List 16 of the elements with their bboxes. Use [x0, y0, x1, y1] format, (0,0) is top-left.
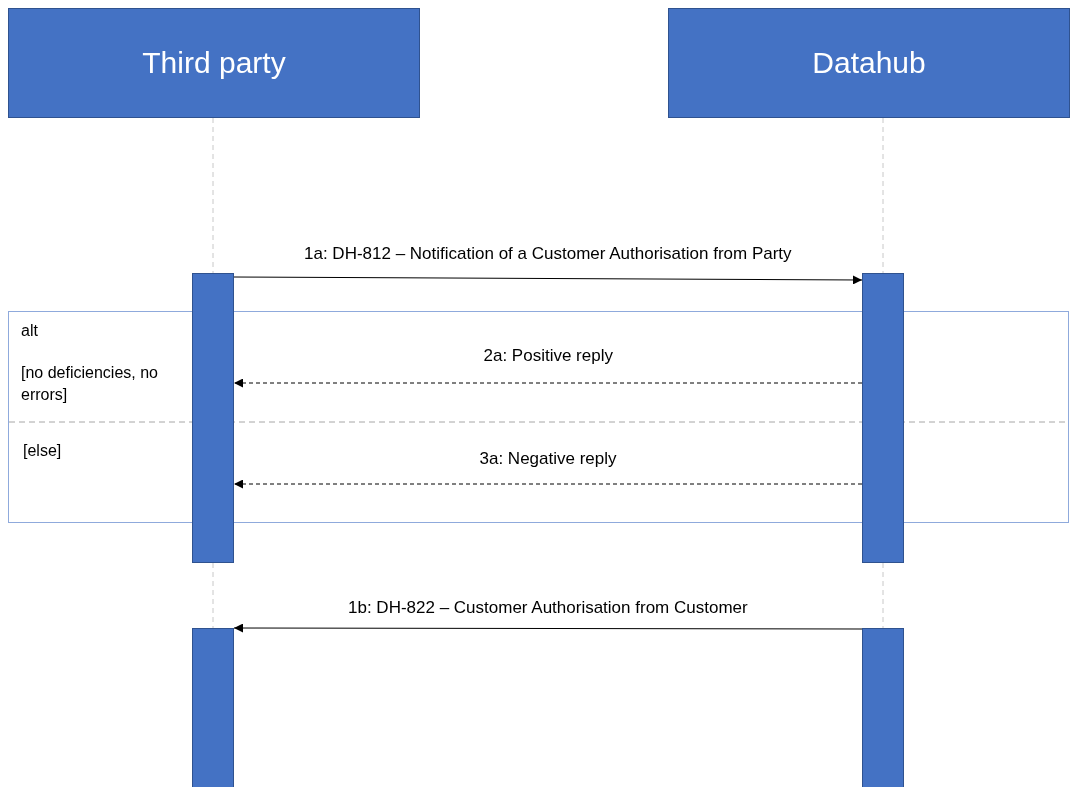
activation-bar — [192, 628, 234, 787]
participant-box: Datahub — [668, 8, 1070, 118]
message-arrow — [233, 623, 863, 633]
message-arrow — [233, 378, 863, 388]
guard-condition: [else] — [23, 441, 62, 461]
message-arrow — [233, 275, 863, 285]
activation-bar — [862, 628, 904, 787]
message-arrow — [233, 479, 863, 489]
activation-bar — [192, 273, 234, 563]
activation-bar — [862, 273, 904, 563]
edge-label: 2a: Positive reply — [481, 346, 615, 366]
guard-condition: [no deficiencies, no errors] — [21, 363, 159, 405]
edge-label: 1a: DH-812 – Notification of a Customer Authorisation from Party — [302, 244, 794, 264]
edge-label: 3a: Negative reply — [477, 449, 619, 469]
participant-box: Third party — [8, 8, 420, 118]
fragment-operator: alt — [21, 321, 38, 341]
